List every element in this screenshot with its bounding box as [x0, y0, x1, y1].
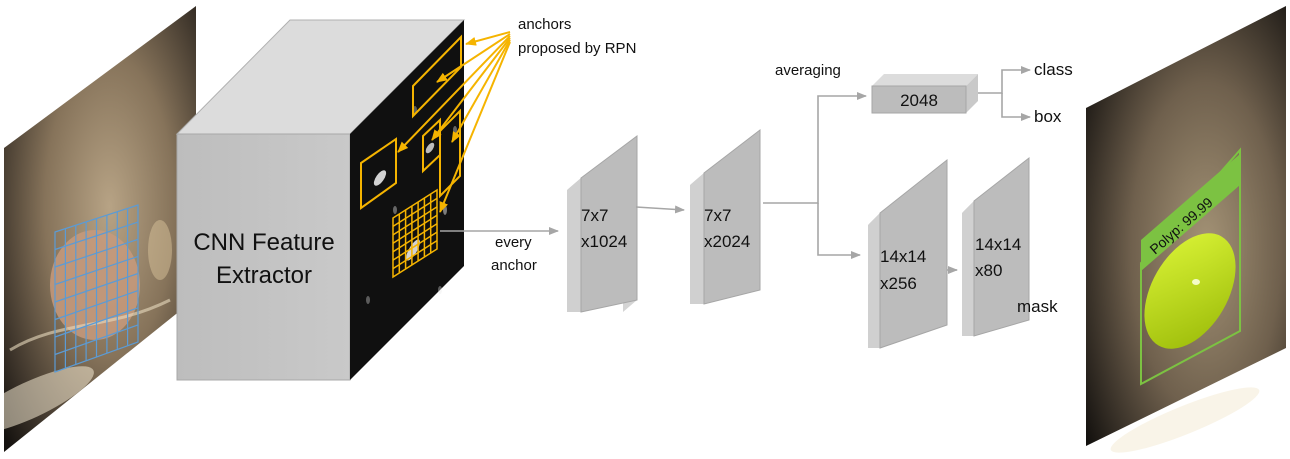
fc-2048-label: 2048: [900, 91, 938, 110]
feature-map: [350, 20, 464, 380]
anchors-label-line2: proposed by RPN: [518, 40, 636, 57]
block-1-line2: x1024: [581, 232, 627, 251]
mask-block-2: 14x14 x80: [962, 156, 1030, 337]
anchors-label-line1: anchors: [518, 16, 571, 33]
rpn-anchor-grid: [392, 188, 438, 279]
cnn-label-line2: Extractor: [216, 262, 312, 289]
block-4-line2: x80: [975, 261, 1002, 280]
class-box-connectors: [978, 66, 1031, 121]
block-3-line1: 14x14: [880, 247, 926, 266]
input-anchor-grid: [54, 204, 139, 373]
fc-2048-block: 2048: [871, 74, 978, 114]
mask-label: mask: [1017, 297, 1058, 316]
cnn-cube: CNN Feature Extractor: [175, 19, 466, 381]
anchor-pointer-arrows: [397, 31, 511, 213]
mask-block-1: 14x14 x256: [868, 158, 948, 349]
output-image: Polyp: 99.99: [1086, 6, 1286, 453]
averaging-label: averaging: [775, 62, 841, 79]
class-label: class: [1034, 60, 1073, 79]
block-3-line2: x256: [880, 274, 917, 293]
roi-align-block-2: 7x7 x2024: [690, 128, 761, 305]
roi-align-block-1: 7x7 x1024: [567, 135, 638, 313]
branch-connectors: [763, 92, 867, 259]
every-anchor-label-line1: every: [495, 234, 532, 251]
detection-label-bg: [1141, 154, 1240, 271]
box-label: box: [1034, 107, 1062, 126]
block-2-line1: 7x7: [704, 206, 731, 225]
cnn-label-line1: CNN Feature: [193, 229, 334, 256]
arrow-block1-to-block2: [635, 205, 685, 214]
block-4-line1: 14x14: [975, 235, 1021, 254]
cnn-cube-front: [176, 133, 351, 381]
rpn-anchor-boxes: [360, 34, 462, 210]
block-1-line1: 7x7: [581, 206, 608, 225]
every-anchor-label-line2: anchor: [491, 257, 537, 274]
block-2-line2: x2024: [704, 232, 750, 251]
polyp-segmentation-mask: [1144, 233, 1236, 349]
input-image: [4, 6, 196, 452]
